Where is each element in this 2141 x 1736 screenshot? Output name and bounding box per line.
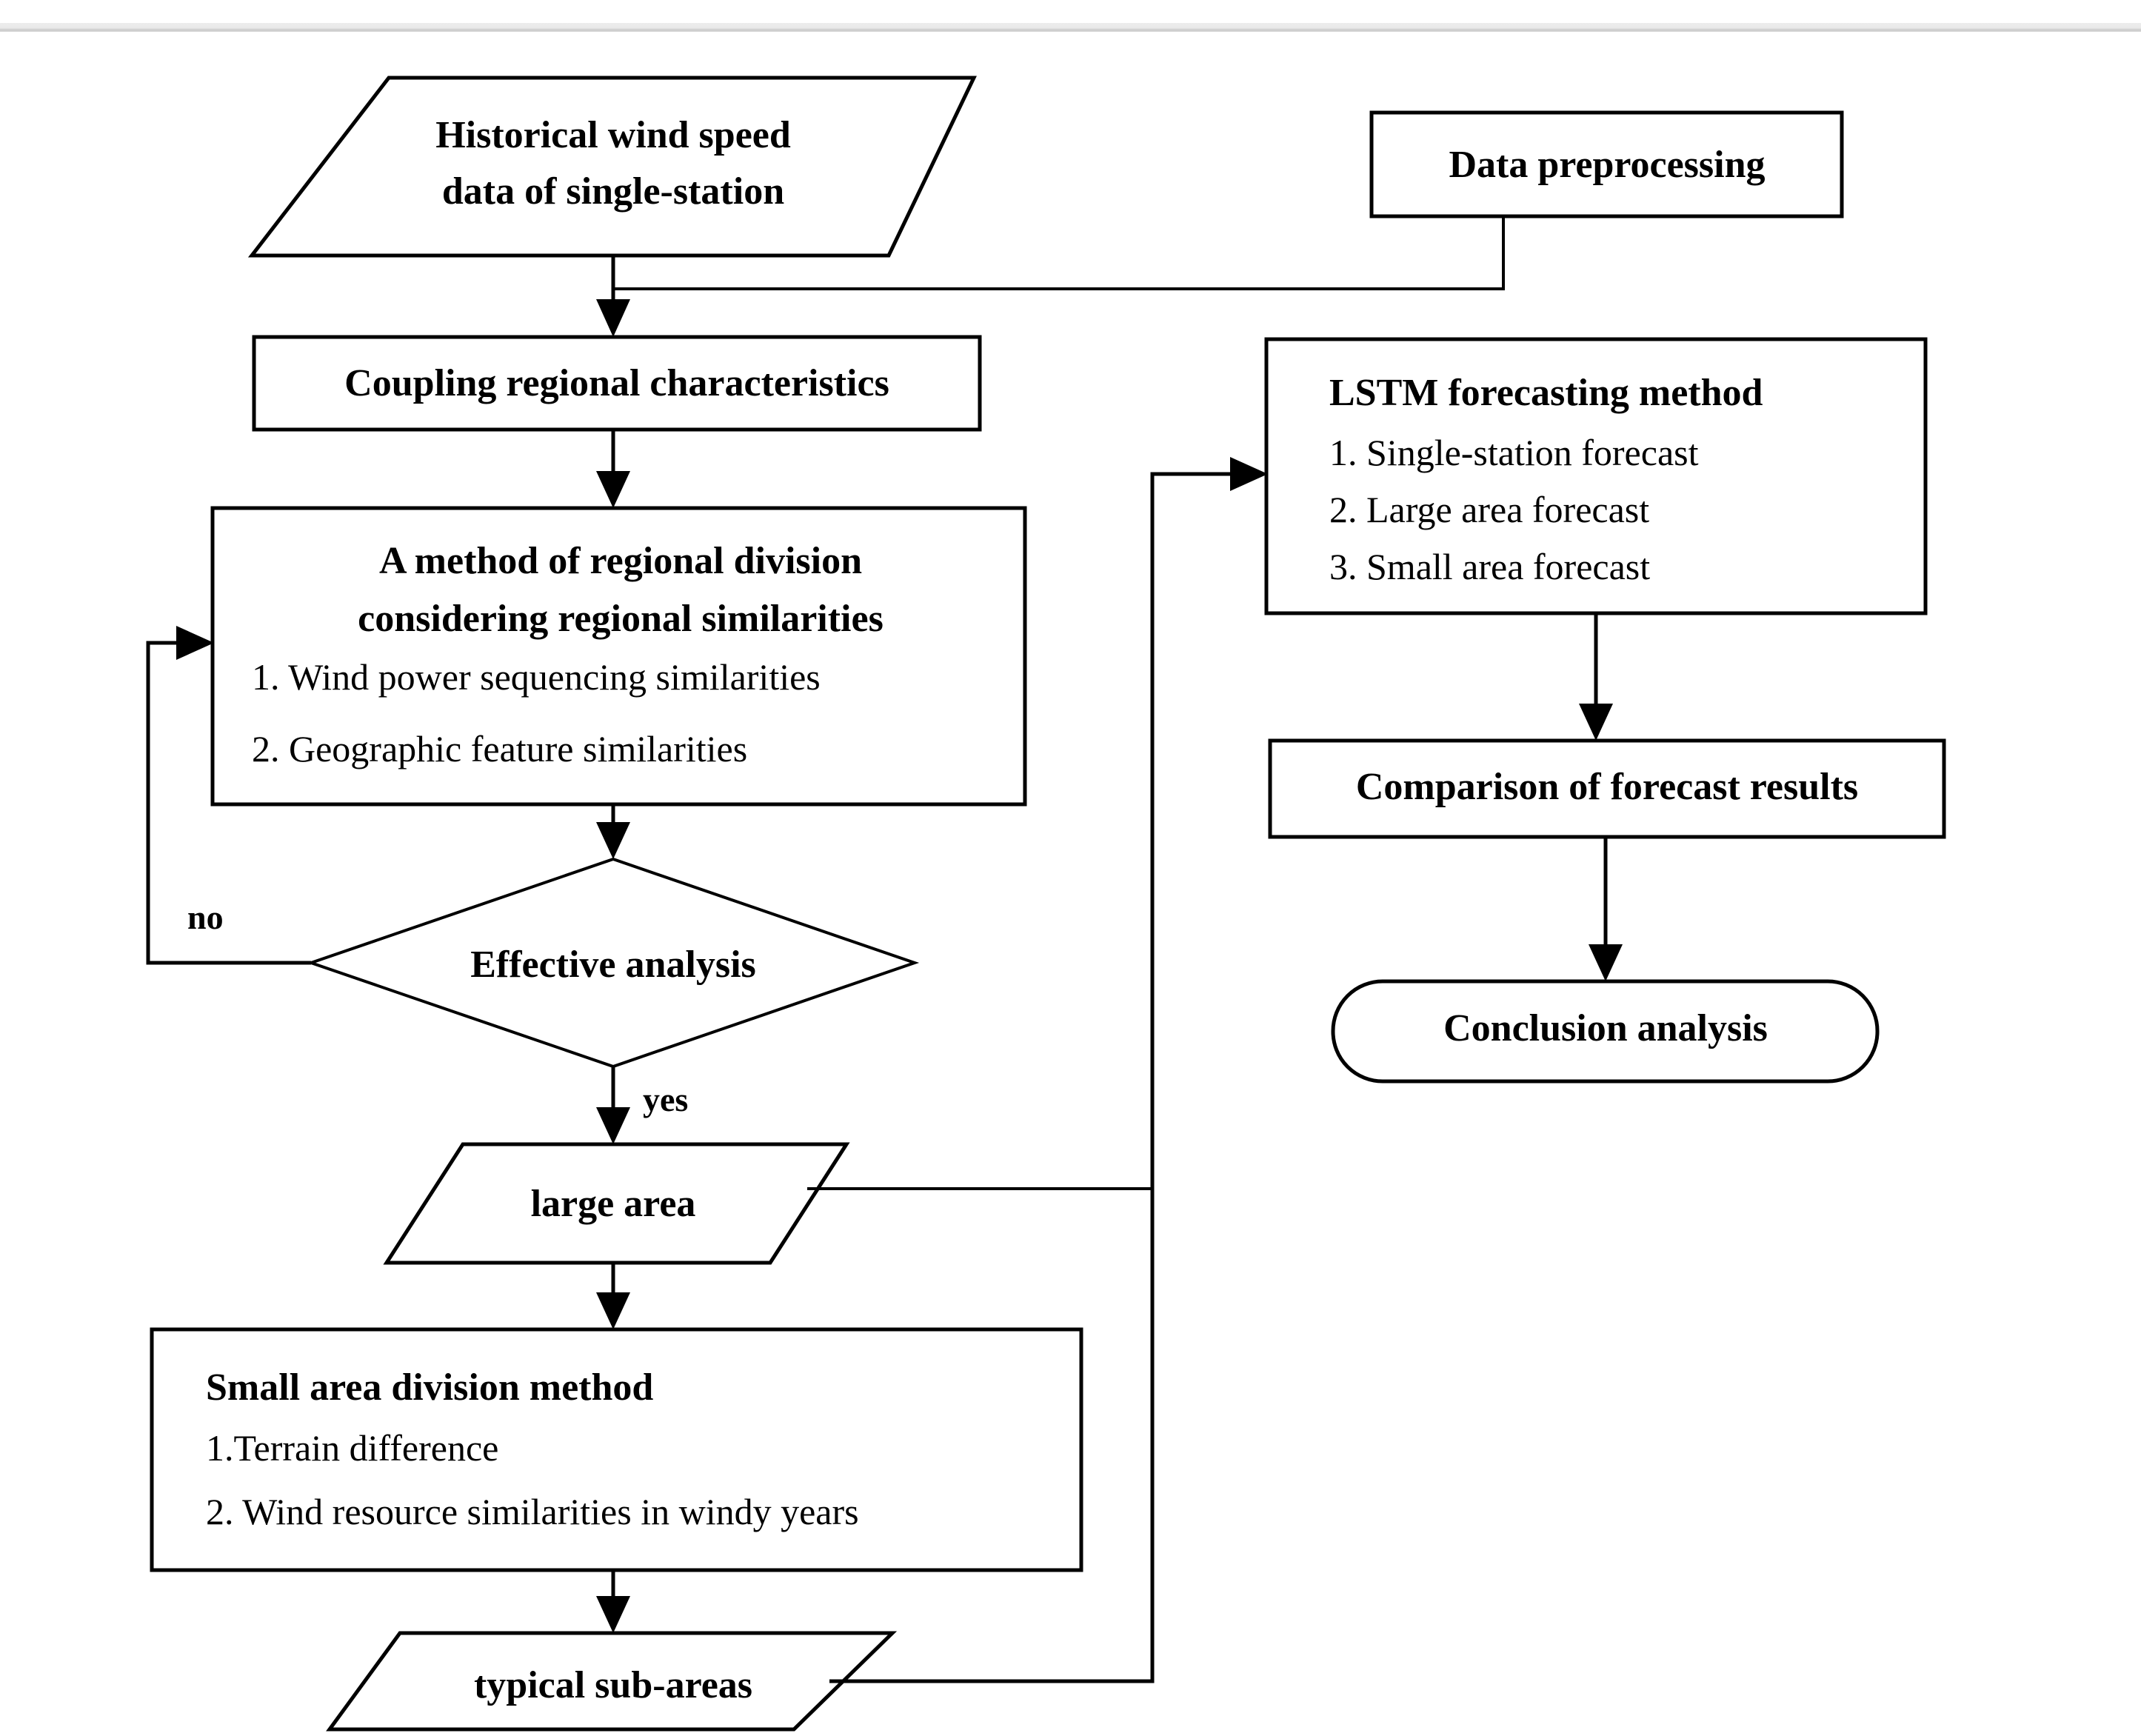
node-small-area-shape [150,1327,1083,1572]
node-typical-sub-areas-label: typical sub-areas [473,1664,753,1706]
arrowhead-lstm-to-comparison [1579,704,1613,741]
node-comparison-label: Comparison of forecast results [1355,766,1859,808]
edge-typical-to-lstm-feed [829,472,1244,1683]
top-divider-band [0,23,2141,32]
node-coupling-shape [252,335,982,432]
arrowhead-small-area-to-typical [596,1596,630,1633]
arrowhead-historical-to-coupling [596,299,630,337]
edge-label-yes: yes [643,1081,689,1118]
node-comparison-shape [1268,738,1946,839]
node-lstm-item-1: 1. Single-station forecast [1329,432,1699,473]
edge-preprocessing-to-coupling [613,216,1505,290]
arrowhead-yes-to-large-area [596,1107,630,1144]
node-large-area-shape [383,1142,850,1265]
arrowhead-division-to-diamond [596,822,630,859]
node-lstm-heading: LSTM forecasting method [1329,372,1763,414]
arrowhead-comparison-to-conclusion [1589,944,1623,981]
node-regional-division-heading-line2: considering regional similarities [358,598,884,640]
arrowhead-no-loop [176,626,214,660]
node-coupling-label: Coupling regional characteristics [344,362,889,404]
arrowhead-large-area-to-small-area [596,1292,630,1329]
node-data-preprocessing-label: Data preprocessing [1449,144,1766,186]
node-lstm-item-2: 2. Large area forecast [1329,489,1650,530]
node-data-preprocessing-shape [1369,110,1844,218]
node-historical-data-label-line1: Historical wind speed [435,114,791,156]
node-small-area-item-1: 1.Terrain difference [206,1427,499,1469]
node-regional-division-item-2: 2. Geographic feature similarities [252,728,748,769]
node-regional-division-shape [210,506,1027,807]
node-typical-sub-areas-shape [326,1631,898,1732]
node-conclusion-label: Conclusion analysis [1443,1007,1768,1049]
node-small-area-heading: Small area division method [206,1366,654,1409]
node-effective-analysis-label: Effective analysis [470,944,756,986]
node-small-area-item-2: 2. Wind resource similarities in windy y… [206,1491,859,1532]
node-regional-division-heading-line1: A method of regional division [378,540,862,582]
node-large-area-label: large area [530,1183,696,1225]
node-regional-division-item-1: 1. Wind power sequencing similarities [252,656,821,698]
node-conclusion-shape [1331,979,1880,1084]
edge-label-no: no [187,898,224,936]
arrowhead-feed-to-lstm [1230,457,1268,491]
arrowhead-coupling-to-division [596,471,630,508]
node-historical-data-label-line2: data of single-station [441,170,785,213]
edge-no-loop [146,641,311,965]
node-lstm-item-3: 3. Small area forecast [1329,546,1651,587]
node-historical-data-shape [247,76,977,258]
